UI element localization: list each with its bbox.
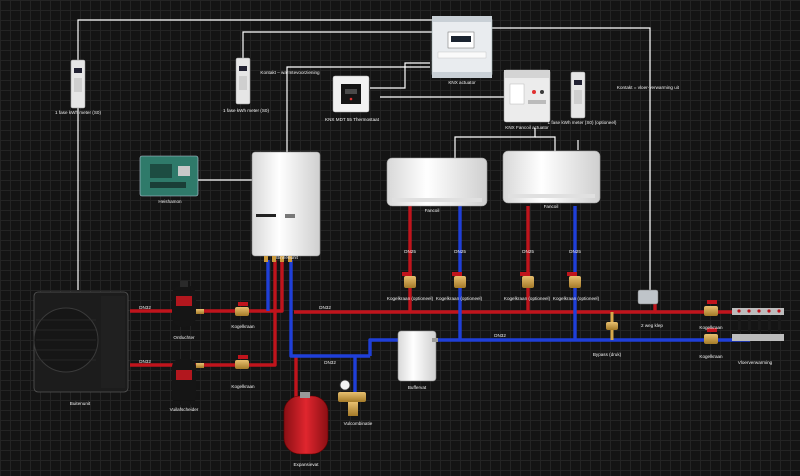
label-knx-thermostat: KNX MDT 55 Thermostaat (325, 117, 379, 122)
label-wire-binnenunit: Kontakt – warmtevoorziening (260, 70, 320, 75)
label-dn25-d: DN25 (569, 249, 581, 254)
label-vuilafscheider: Vuilafscheider (169, 407, 199, 412)
supply-header (294, 304, 657, 314)
label-dn25-c: DN25 (522, 249, 534, 254)
vulcombinatie-device (338, 379, 366, 416)
label-buitenunit: Buitenunit (69, 401, 91, 406)
fancoil-unit-2 (502, 150, 601, 204)
label-kogelkraan-opt-1: Kogelkraan (optioneel) (386, 296, 434, 301)
label-expansievat: Expansievat (293, 462, 319, 467)
kogelkraan-buitenunit-top (235, 302, 249, 316)
expansievat-device (283, 392, 329, 455)
kogelkraan-fancoil-2b (567, 272, 581, 288)
label-heishamon: Heishamon (158, 199, 182, 204)
knx-fancoil-actuator-device (503, 69, 551, 123)
label-kwh-meter-mid: 1 fase kWh meter (S0) (223, 108, 269, 113)
knx-actuator-device (431, 16, 493, 78)
buitenunit-device (33, 291, 129, 393)
label-knx-actuator: KNX actuator (448, 80, 476, 85)
wire-kwh-mid-actuator (242, 31, 437, 58)
kogelkraan-fancoil-1b (452, 272, 466, 288)
label-kwh-meter-right: 1 fase kWh meter (S0) (optioneel) (547, 120, 617, 125)
label-dn32-top: DN32 (139, 305, 151, 310)
kogelkraan-fancoil-2a (520, 272, 534, 288)
label-dn25-a: DN25 (404, 249, 416, 254)
label-kogelkraan-right-top: Kogelkraan (699, 325, 723, 330)
wire-binnenunit-actuator (286, 66, 430, 152)
label-dn32-bottom: DN32 (139, 359, 151, 364)
fancoil-unit-1 (386, 157, 488, 207)
knx-thermostat-device (332, 75, 370, 113)
kogelkraan-buitenunit-bottom (235, 355, 249, 369)
label-fancoil-2: Fancoil (543, 204, 559, 209)
label-kogelkraan-right-bottom: Kogelkraan (699, 354, 723, 359)
bypass-valve (606, 312, 618, 340)
return-pipes (266, 206, 750, 398)
label-kogelkraan-opt-2: Kogelkraan (optioneel) (435, 296, 483, 301)
label-fancoil-1: Fancoil (424, 208, 440, 213)
label-knx-fancoil-actuator: KNX Fancoil actuator (505, 125, 549, 130)
heishamon-board (139, 155, 199, 197)
return-binnenunit-2 (289, 260, 370, 358)
label-tweeweg-klep: 2 weg klep (641, 323, 663, 328)
binnenunit-device (251, 151, 321, 262)
label-ontluchter: Ontluchter (173, 335, 195, 340)
wire-fancoil-actuator-1 (454, 128, 536, 160)
label-kogelkraan-1: Kogelkraan (231, 324, 255, 329)
kogelkraan-manifold-bottom (704, 328, 718, 344)
tweeweg-klep-device (637, 289, 659, 305)
buffervat-device (397, 330, 438, 382)
label-kogelkraan-opt-3: Kogelkraan (optioneel) (503, 296, 551, 301)
kwh-meter-right (570, 71, 586, 119)
kogelkraan-fancoil-1a (402, 272, 416, 288)
label-buffervat: Buffervat (407, 385, 427, 390)
label-kogelkraan-2: Kogelkraan (231, 384, 255, 389)
return-main (368, 338, 750, 356)
kwh-meter-mid (235, 57, 251, 105)
ontluchter-device (172, 281, 204, 327)
supply-main (130, 260, 284, 313)
wire-buitenunit-actuator (77, 19, 437, 290)
label-dn32-pipe-bottom: DN32 (324, 360, 336, 365)
label-bypass: Bypass (druk) (592, 352, 622, 357)
label-dn32-pipe-right: DN32 (494, 333, 506, 338)
vuilafscheider-device (172, 359, 204, 405)
signal-wiring (77, 19, 651, 290)
label-wire-klep: Kontakt = vloer-verwarming uit (616, 85, 680, 90)
label-dn32-pipe-top: DN32 (319, 305, 331, 310)
label-vulcombinatie: Vulcombinatie (343, 421, 373, 426)
label-kogelkraan-opt-4: Kogelkraan (optioneel) (552, 296, 600, 301)
label-kwh-meter-left: 1 fase kWh meter (S0) (55, 110, 101, 115)
label-binnenunit: Binnenunit (276, 255, 298, 260)
vloerverwarming-manifold (732, 308, 784, 341)
wire-actuator-klep (492, 27, 651, 290)
label-vloerverwarming: Vloerverwarming (737, 360, 773, 365)
wire-thermostat-actuator (370, 62, 430, 89)
kogelkraan-manifold-top (704, 300, 718, 316)
kwh-meter-left (70, 59, 86, 109)
label-dn25-b: DN25 (454, 249, 466, 254)
